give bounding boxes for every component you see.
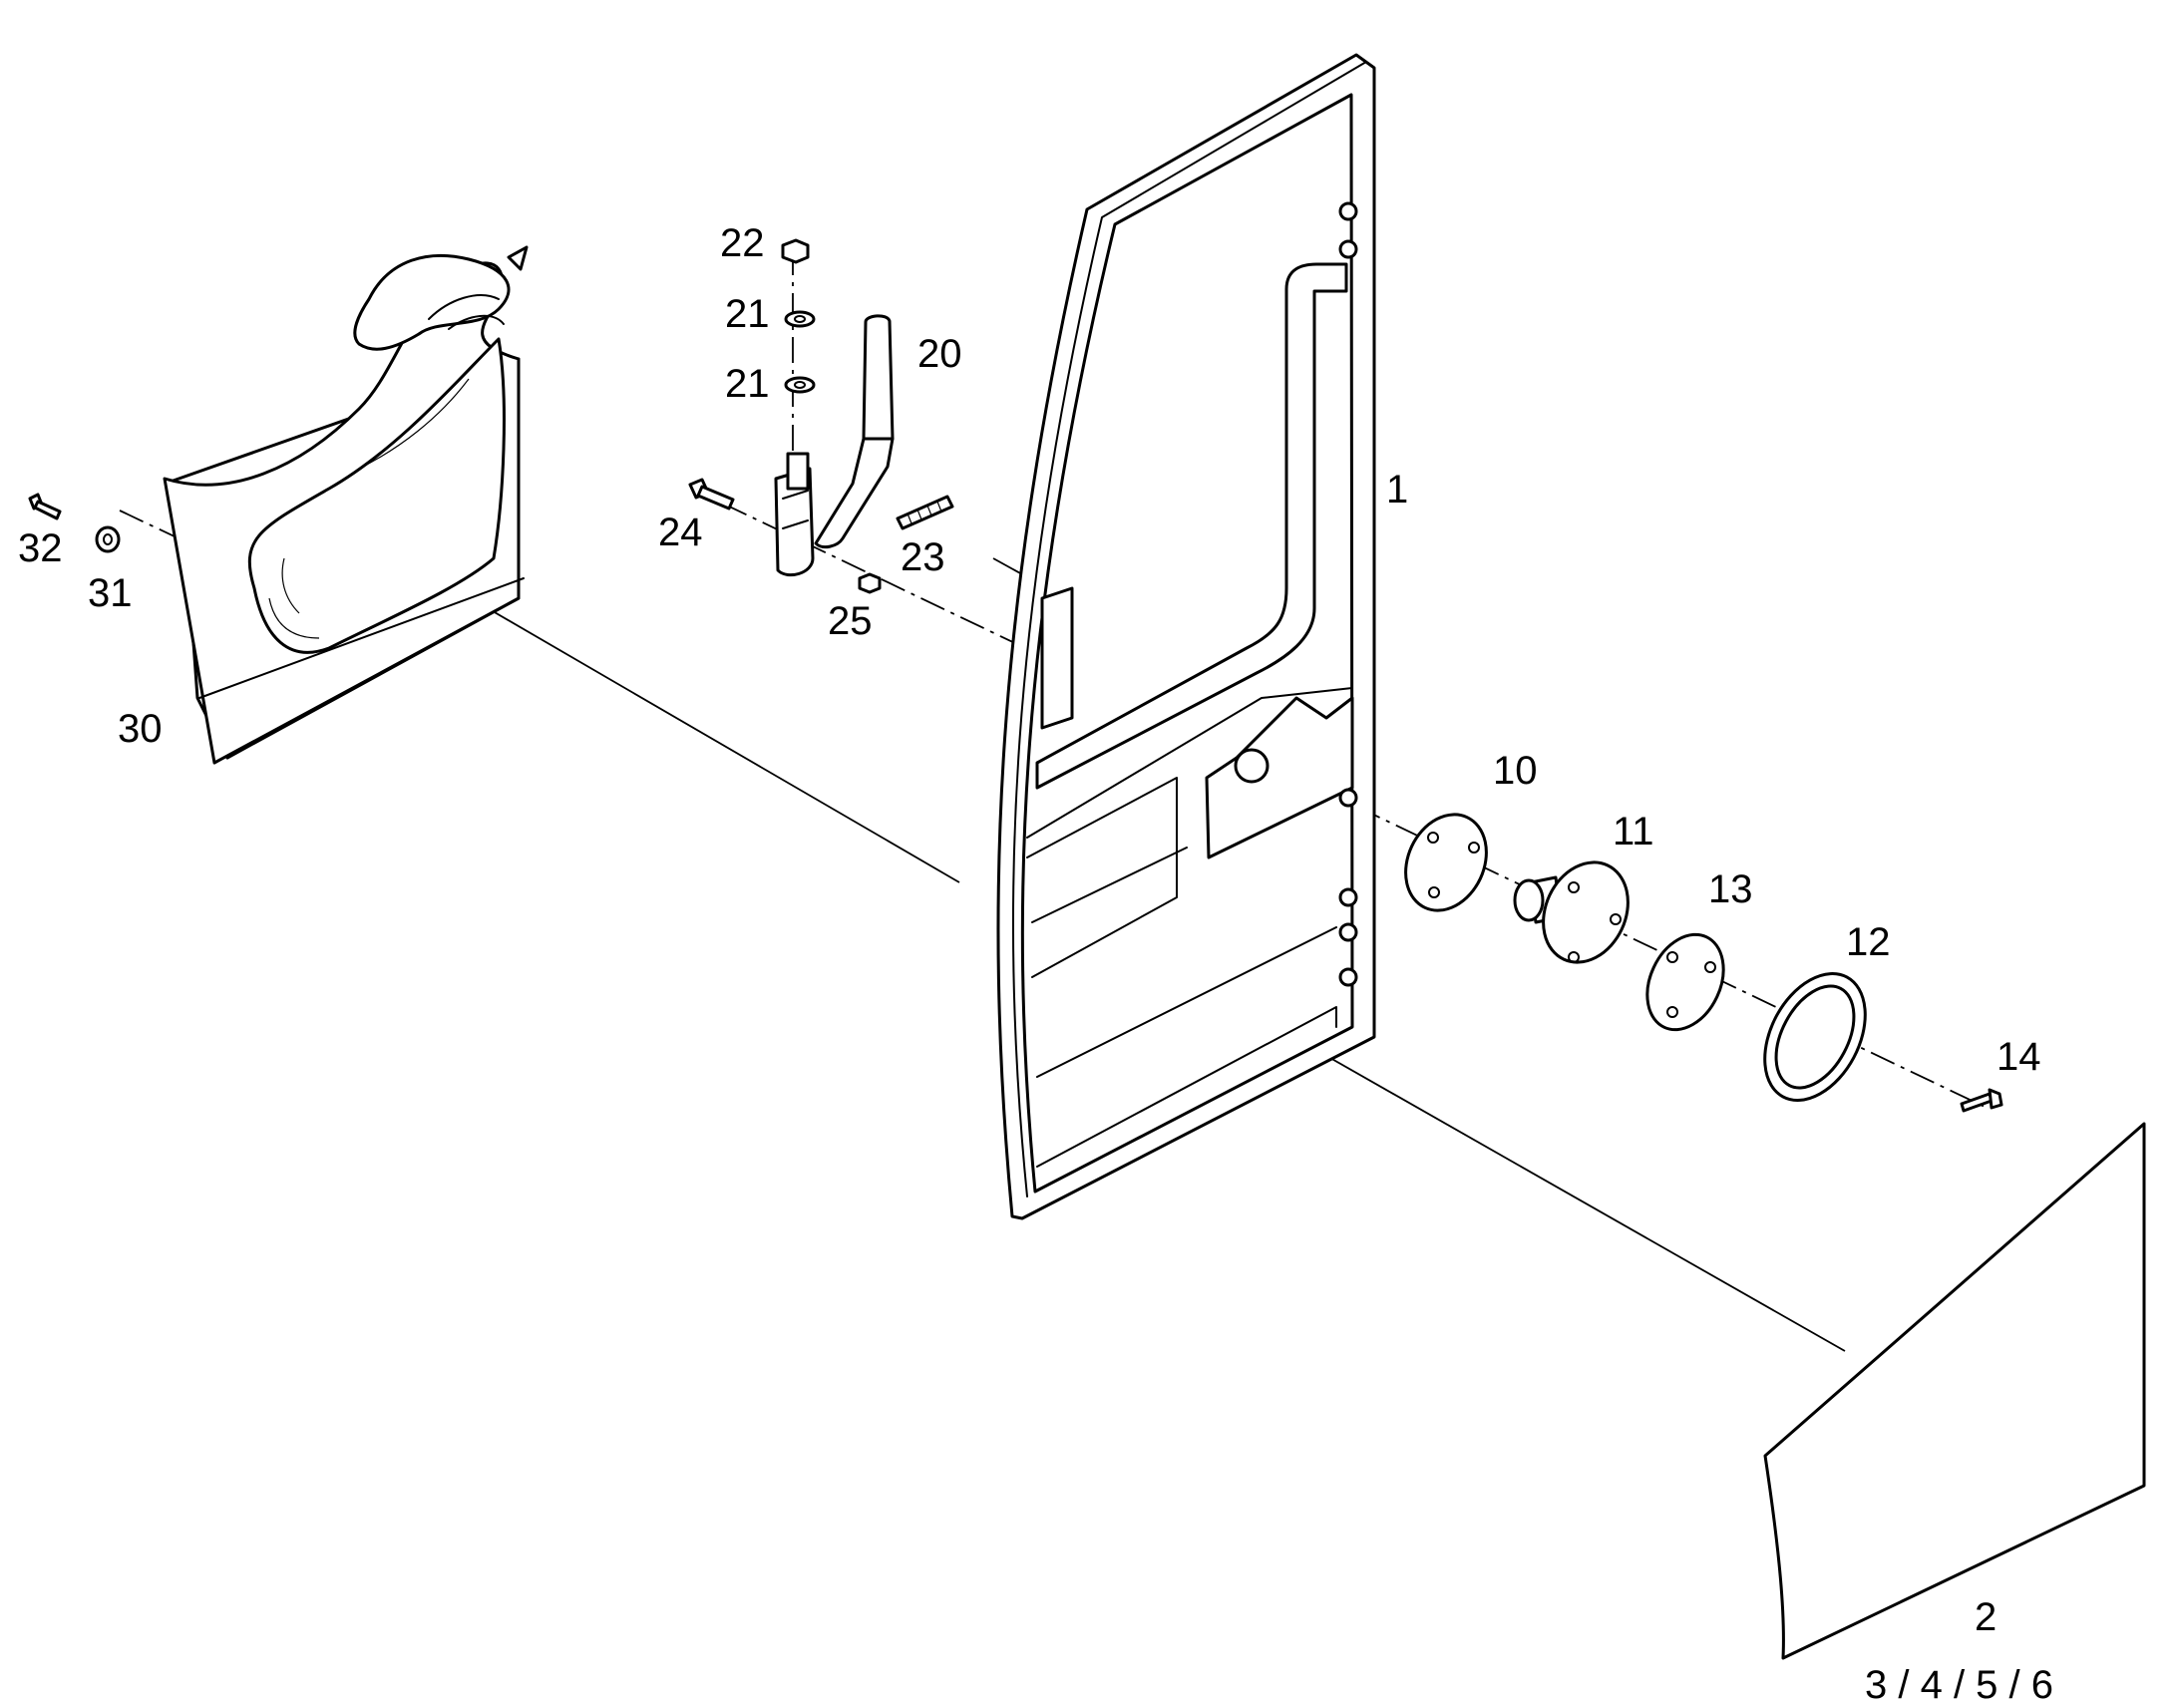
label-part-2: 2	[1975, 1595, 1997, 1639]
nut-part-25	[858, 572, 882, 594]
door-trim-panel-part	[163, 245, 529, 765]
handle-lever-part-20	[814, 314, 895, 549]
retaining-plate-part-13	[1645, 932, 1725, 1032]
glass-pane-part-2	[1763, 1122, 2146, 1660]
label-part-32: 32	[18, 526, 63, 570]
label-part-10: 10	[1493, 749, 1538, 793]
door-frame-part-1	[996, 53, 1376, 1220]
label-part-25: 25	[828, 599, 873, 643]
washer-part-21-upper	[784, 310, 816, 328]
label-part-30: 30	[118, 707, 163, 751]
bolt-part-24	[688, 478, 735, 511]
washer-part-21-lower	[784, 376, 816, 394]
label-part-21-upper: 21	[725, 292, 770, 336]
washer-part-31	[95, 525, 121, 553]
latch-bracket	[774, 452, 815, 577]
screw-part-14	[1960, 1088, 2003, 1113]
label-part-21-lower: 21	[725, 362, 770, 406]
label-part-31: 31	[88, 571, 133, 615]
label-part-12: 12	[1846, 920, 1891, 964]
label-part-13: 13	[1708, 867, 1753, 911]
mounting-plate-part-10	[1404, 813, 1488, 912]
label-part-23: 23	[901, 535, 945, 579]
label-part-11: 11	[1613, 810, 1654, 854]
label-part-24: 24	[658, 511, 703, 554]
screw-part-32	[28, 493, 62, 520]
nut-part-22	[781, 238, 810, 264]
label-part-3-4-5-6: 3 / 4 / 5 / 6	[1865, 1663, 2053, 1707]
label-part-1: 1	[1386, 468, 1408, 512]
label-part-20: 20	[917, 332, 962, 376]
lock-cylinder-part-11	[1513, 860, 1630, 964]
part-labels: 1 2 3 / 4 / 5 / 6 10 11 13 12 14 20 21 2…	[18, 221, 2053, 1707]
spring-part-23	[896, 495, 954, 530]
bezel-ring-part-12	[1763, 972, 1867, 1102]
label-part-22: 22	[720, 221, 765, 265]
label-part-14: 14	[1997, 1035, 2041, 1079]
